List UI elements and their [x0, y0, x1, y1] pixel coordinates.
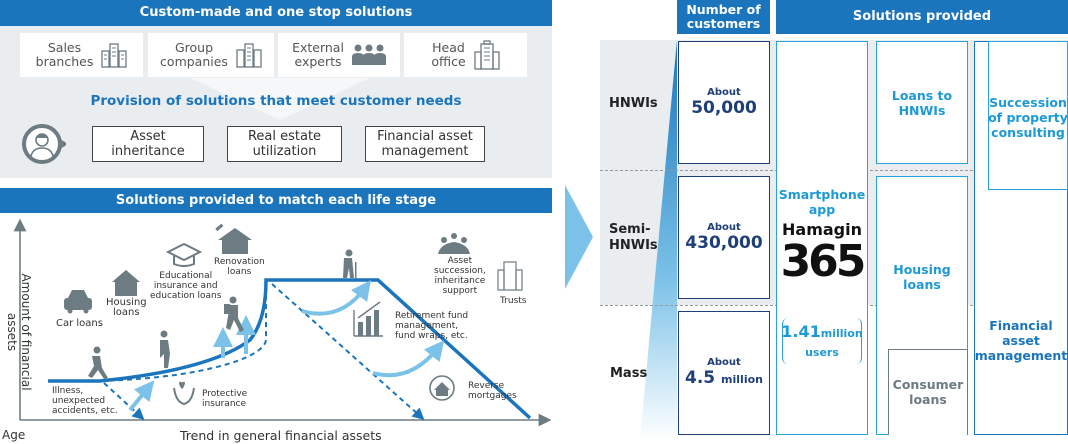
customers-header: Number of customers — [677, 0, 770, 34]
retirement-label: Retirement fund management, fund wraps, … — [395, 311, 469, 341]
app-logo-365: 365 — [780, 236, 867, 287]
reverse-mortgage-icon — [429, 375, 455, 401]
source-label: Group companies — [160, 40, 228, 69]
app-users: 1.41million users — [776, 322, 868, 360]
customer-avatar-icon — [22, 124, 66, 164]
trusts-building-icon — [497, 261, 523, 291]
recovery-arrow — [128, 380, 155, 412]
users-bracket — [782, 318, 862, 364]
graduation-cap-icon — [165, 242, 203, 267]
count-value: 50,000 — [691, 98, 757, 118]
age-label: Age — [2, 428, 26, 442]
wealth-pyramid-shape — [640, 40, 677, 440]
car-loans-label: Car loans — [56, 318, 103, 329]
customer-count-mass: About 4.5 million — [678, 311, 770, 435]
succession-consulting-box — [988, 41, 1068, 190]
users-label: users — [805, 346, 839, 359]
count-value: 4.5 — [685, 367, 716, 388]
housing-loans-label: Housing loans — [106, 297, 147, 318]
life-stage-title: Solutions provided to match each life st… — [0, 188, 552, 213]
education-label: Educational insurance and education loan… — [150, 271, 222, 301]
source-external-experts: External experts — [278, 33, 400, 77]
provision-heading: Provision of solutions that meet custome… — [90, 93, 462, 109]
smartphone-app-label: Smartphone app — [778, 187, 866, 217]
succession-consulting-label: Succession of property consulting — [988, 95, 1068, 140]
count-value: 430,000 — [685, 233, 763, 253]
segment-semi-hnwi: Semi- HNWIs — [609, 222, 658, 253]
growth-chart-icon — [353, 301, 383, 337]
consumer-loans-label: Consumer loans — [892, 377, 964, 407]
elderly-person-icon — [343, 249, 357, 279]
x-axis-label: Trend in general financial assets — [180, 428, 382, 443]
car-icon — [64, 290, 92, 314]
count-unit: million — [721, 372, 763, 386]
dashed-alt-curve — [99, 282, 267, 382]
trusts-label: Trusts — [500, 296, 527, 306]
source-head-office: Head office — [404, 33, 527, 77]
financial-asset-mgmt-label: Financial asset management — [974, 318, 1068, 363]
retirement-arc-arrow — [301, 279, 371, 316]
smartphone-app-column — [776, 41, 868, 435]
source-group-companies: Group companies — [148, 33, 274, 77]
walker-icon — [160, 330, 170, 368]
funnel-arrow-shape — [190, 78, 370, 120]
users-unit: million — [820, 327, 863, 340]
people-group-icon — [351, 44, 386, 65]
tall-building-icon — [473, 40, 500, 70]
source-sales-branches: Sales branches — [20, 33, 143, 77]
need-financial-asset: Financial asset management — [365, 126, 485, 162]
building-icon — [101, 43, 127, 68]
one-stop-title: Custom-made and one stop solutions — [0, 0, 552, 26]
segment-hnwi: HNWIs — [609, 96, 658, 111]
about-label: About — [707, 356, 741, 368]
need-real-estate: Real estate utilization — [227, 126, 342, 162]
loans-to-hnwi-box — [876, 41, 968, 164]
runner-icon — [88, 346, 108, 379]
renovation-house-icon — [215, 223, 252, 254]
consumer-loans-box — [888, 349, 968, 435]
about-label: About — [707, 222, 741, 233]
solutions-header: Solutions provided — [776, 0, 1068, 34]
house-icon — [112, 270, 140, 296]
housing-loans-label: Housing loans — [893, 262, 951, 292]
heart-hands-icon — [173, 381, 195, 406]
segment-mass: Mass — [610, 366, 648, 381]
life-stage-diagram — [13, 218, 552, 427]
retirement-drop-line — [271, 283, 425, 420]
source-label: External experts — [292, 40, 344, 69]
people-meeting-icon — [438, 233, 470, 254]
reverse-mortgage-arc-arrow — [372, 340, 445, 378]
source-label: Head office — [431, 40, 466, 69]
need-asset-inheritance: Asset inheritance — [92, 126, 204, 162]
loans-to-hnwi-label: Loans to HNWIs — [891, 88, 953, 118]
source-label: Sales branches — [35, 40, 94, 69]
illness-label: Illness, unexpected accidents, etc. — [52, 386, 118, 416]
building-icon — [236, 43, 262, 68]
reverse-mortgages-label: Reverse mortgages — [468, 381, 517, 401]
right-pointing-arrow-icon — [565, 185, 593, 289]
hiker-icon — [224, 296, 244, 332]
users-value: 1.41 — [781, 322, 821, 341]
asset-succession-label: Asset succession, inheritance support — [434, 256, 486, 296]
app-name: Hamagin — [782, 220, 862, 239]
protective-insurance-label: Protective insurance — [202, 389, 248, 409]
renovation-label: Renovation loans — [214, 257, 265, 277]
customer-count-semi-hnwi: About 430,000 — [678, 176, 770, 299]
y-axis-label: Amount of financial assets — [5, 273, 33, 391]
about-label: About — [707, 87, 741, 98]
customer-count-hnwi: About 50,000 — [678, 41, 770, 164]
illness-drop-line — [103, 382, 145, 421]
